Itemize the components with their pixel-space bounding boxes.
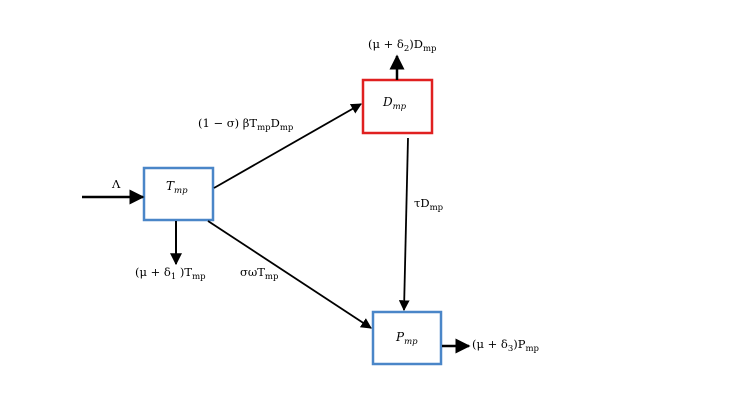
d-to-p-label: τDmp xyxy=(414,196,444,213)
t-outflow-label: (μ + δ1 )Tmp xyxy=(135,265,206,282)
d-mp-box xyxy=(361,78,434,135)
t-to-p-label: σωTmp xyxy=(240,265,279,282)
d-mp-label: Dmp xyxy=(382,95,407,112)
p-mp-label: Pmp xyxy=(395,330,418,347)
p-mp-box xyxy=(371,310,443,366)
p-outflow-label: (μ + δ3)Pmp xyxy=(472,337,540,354)
d-outflow-label: (μ + δ2)Dmp xyxy=(368,37,437,54)
t-to-d-label: (1 − σ) βTmpDmp xyxy=(198,116,294,133)
inflow-label: Λ xyxy=(111,177,121,191)
d-to-p-arrow xyxy=(398,137,410,312)
t-mp-label: Tmp xyxy=(166,179,188,196)
t-to-p-arrow xyxy=(207,220,372,329)
t-to-d-arrow xyxy=(213,103,362,189)
